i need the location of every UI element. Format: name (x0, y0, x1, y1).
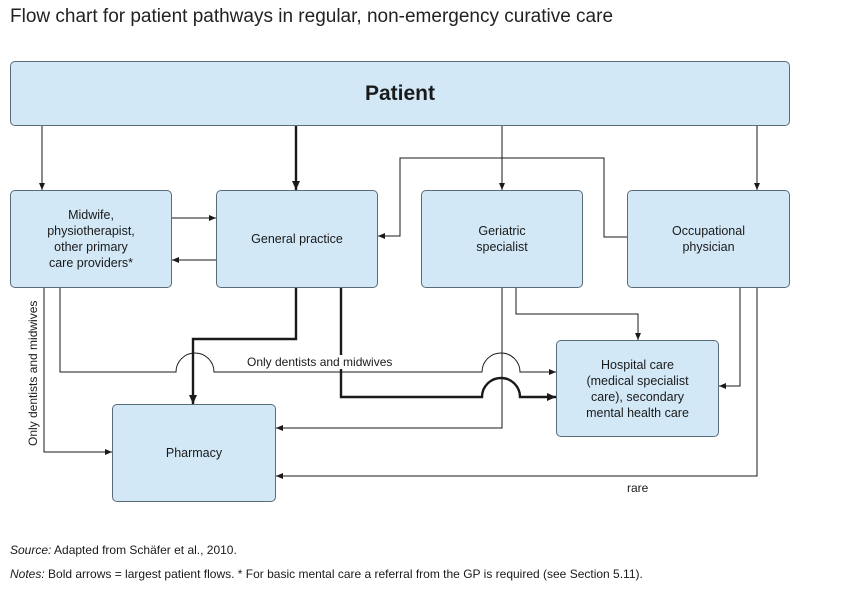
node-hospital-label: Hospital care (medical specialist care),… (586, 357, 689, 420)
node-patient: Patient (10, 61, 790, 126)
label-rare: rare (627, 481, 649, 495)
arrow-midwife-to-hospital (59, 288, 556, 375)
node-hospital-care: Hospital care (medical specialist care),… (556, 340, 719, 437)
arrow-geriatric-to-pharmacy (276, 288, 503, 431)
arrow-gp-to-pharmacy-bold (189, 288, 298, 404)
arrow-gp-to-hospital-bold (339, 288, 556, 401)
arrow-midwife-to-pharmacy (43, 288, 112, 455)
node-geriatric-specialist: Geriatric specialist (421, 190, 583, 288)
footer-notes: Notes: Bold arrows = largest patient flo… (10, 567, 643, 581)
footer-source-text: Adapted from Schäfer et al., 2010. (51, 543, 237, 557)
arrow-geriatric-to-hospital (515, 288, 641, 340)
label-only-dentists-midwives-vertical: Only dentists and midwives (26, 300, 40, 446)
node-general-practice: General practice (216, 190, 378, 288)
node-occupational-physician: Occupational physician (627, 190, 790, 288)
node-patient-label: Patient (364, 81, 435, 105)
node-midwife-label: Midwife, physiotherapist, other primary … (47, 208, 135, 270)
footer-source: Source: Adapted from Schäfer et al., 201… (10, 543, 237, 557)
footer-source-label: Source: (10, 543, 52, 557)
node-pharmacy-label: Pharmacy (165, 446, 223, 460)
node-pharmacy: Pharmacy (112, 404, 276, 502)
arrow-occupational-to-gp (378, 157, 627, 239)
label-only-dentists-midwives: Only dentists and midwives (245, 355, 395, 369)
footer-notes-label: Notes: (10, 567, 45, 581)
node-geriatric-label: Geriatric specialist (476, 224, 528, 254)
arrow-occupational-to-pharmacy (276, 288, 758, 479)
node-gp-label: General practice (251, 232, 343, 246)
footer-notes-text: Bold arrows = largest patient flows. * F… (44, 567, 643, 581)
page-title: Flow chart for patient pathways in regul… (10, 6, 614, 27)
arrow-occupational-to-hospital (719, 288, 741, 389)
node-midwife: Midwife, physiotherapist, other primary … (10, 190, 172, 288)
node-occupational-label: Occupational physician (672, 224, 745, 254)
